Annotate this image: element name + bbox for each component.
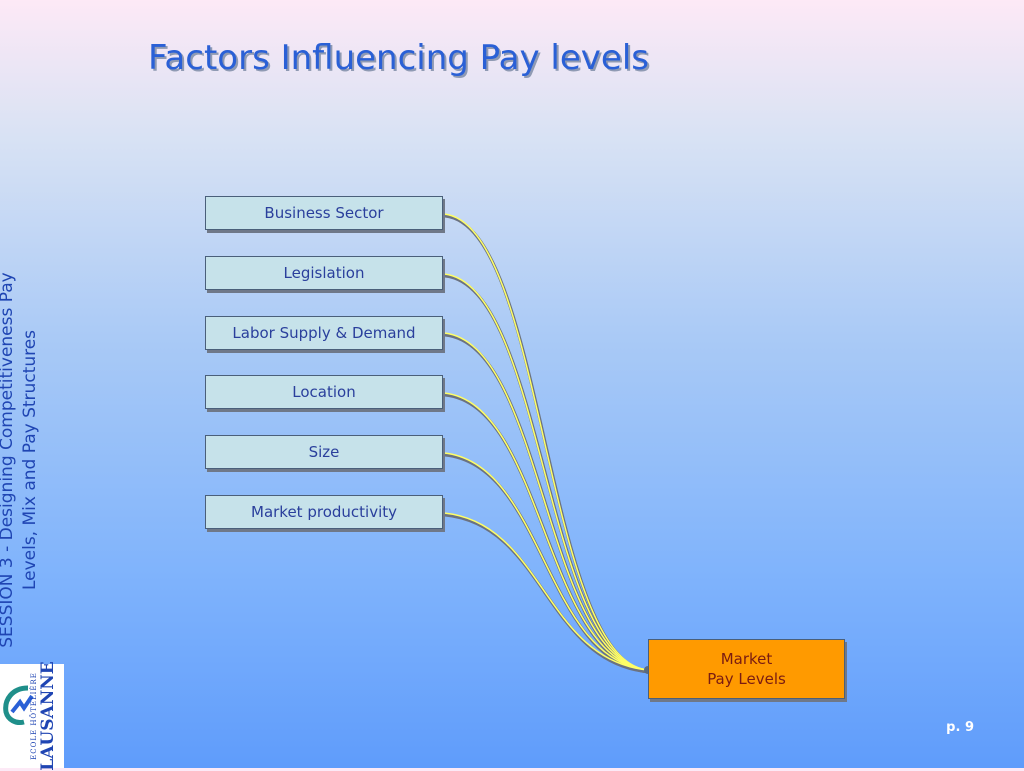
school-logo: ECOLE HÔTELIÈRE LAUSANNE	[0, 661, 64, 771]
factor-box-labor-supply-demand: Labor Supply & Demand	[205, 316, 443, 350]
target-label-line1: Market	[720, 650, 773, 668]
connector-line-3	[443, 332, 649, 671]
page-number: p. 9	[946, 720, 974, 735]
factor-label: Size	[308, 443, 340, 461]
connector-line-5	[443, 452, 649, 671]
connector-shadow	[444, 453, 650, 674]
factor-label: Market productivity	[251, 503, 397, 521]
connector-shadow	[444, 214, 650, 674]
factor-label: Business Sector	[264, 204, 384, 222]
target-box-market-pay-levels: Market Pay Levels	[648, 639, 845, 699]
connector-line-2	[443, 273, 649, 671]
factor-label: Legislation	[283, 264, 365, 282]
factor-box-size: Size	[205, 435, 443, 469]
connector-line-6	[443, 512, 649, 671]
factor-box-legislation: Legislation	[205, 256, 443, 290]
logo-emblem-icon	[3, 685, 34, 725]
logo-small-text: ECOLE HÔTELIÈRE	[30, 672, 38, 760]
logo-wordmark: ECOLE HÔTELIÈRE LAUSANNE	[30, 661, 58, 770]
target-label-line2: Pay Levels	[707, 670, 786, 688]
factor-label: Location	[292, 383, 356, 401]
connector-line-4	[443, 392, 649, 671]
connector-shadow	[444, 393, 650, 674]
connector-shadow	[444, 274, 650, 674]
connector-shadow	[444, 333, 650, 674]
factor-box-market-productivity: Market productivity	[205, 495, 443, 529]
factor-box-location: Location	[205, 375, 443, 409]
logo-big-text: LAUSANNE	[38, 661, 58, 771]
connector-line-1	[443, 213, 649, 671]
slide-title: Factors Influencing Pay levels	[148, 38, 649, 78]
factor-box-business-sector: Business Sector	[205, 196, 443, 230]
factor-label: Labor Supply & Demand	[232, 324, 416, 342]
